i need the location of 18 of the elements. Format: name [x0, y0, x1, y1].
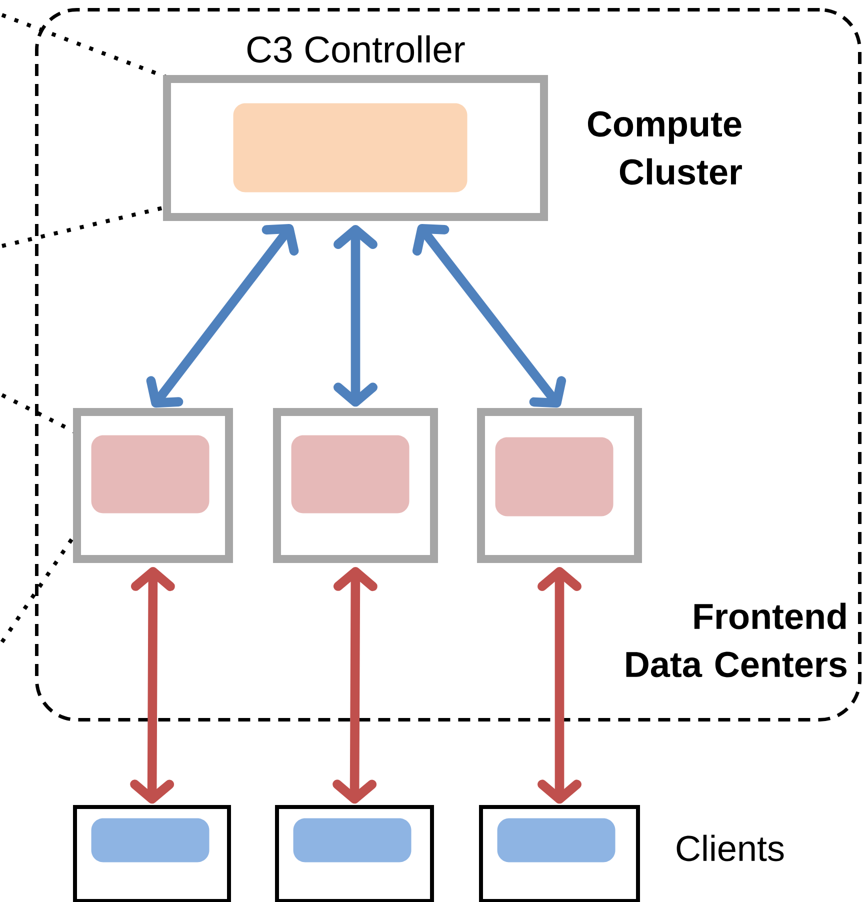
group-label: Frontend Data Centers [626, 602, 846, 678]
double-arrow [538, 567, 582, 804]
group-label: Clients [676, 834, 784, 862]
double-arrow [334, 225, 378, 407]
process-block [293, 818, 412, 862]
double-arrow [130, 567, 175, 804]
region-outline [35, 8, 862, 722]
double-arrow [146, 224, 299, 408]
process-block [233, 103, 468, 192]
process-block [495, 437, 614, 516]
double-arrow [332, 567, 378, 804]
box-title: C3 Controller [247, 35, 465, 63]
process-block [91, 818, 210, 862]
group-label: Compute Cluster [588, 111, 742, 185]
process-block [91, 435, 210, 514]
process-block [497, 818, 616, 862]
double-arrow [412, 224, 566, 408]
process-block [291, 435, 410, 514]
